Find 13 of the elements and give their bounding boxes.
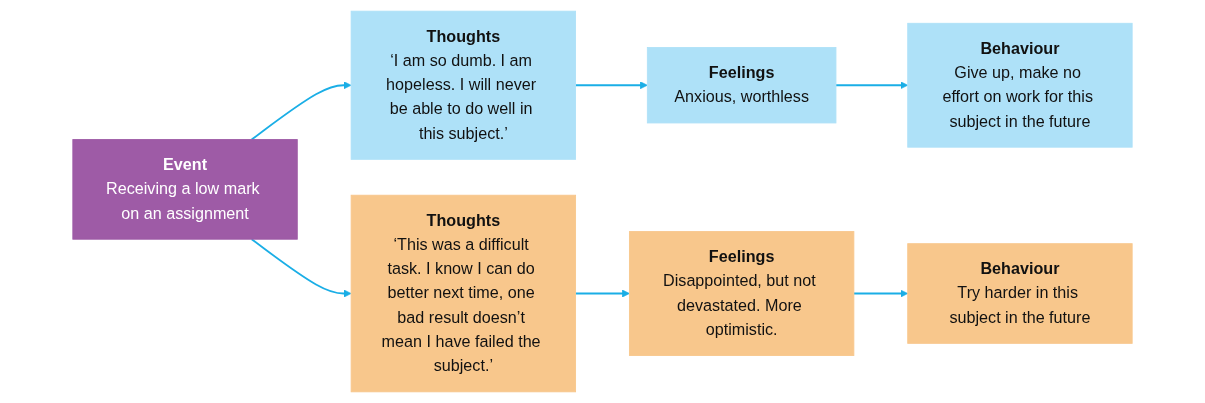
- node-box: Behaviour Try harder in this subject in the future: [907, 243, 1133, 344]
- node-box: Thoughts ‘I am so dumb. I am hopeless. I will never be able to do well in this subject.’: [350, 10, 577, 160]
- arrow: [852, 289, 909, 298]
- arrow: [574, 289, 630, 298]
- arrow: [250, 81, 352, 141]
- arrow: [835, 81, 909, 90]
- arrow: [574, 81, 648, 90]
- node-box: Thoughts ‘This was a difficult task. I know I can do better next time, one bad result doesn’t mean I have failed the subject.’: [350, 194, 577, 393]
- node-box: Feelings Disappointed, but not devastated. More optimistic.: [628, 231, 855, 356]
- node-box: Feelings Anxious, worthless: [646, 47, 837, 124]
- node-box: Behaviour Give up, make no effort on work for this subject in the future: [907, 22, 1133, 148]
- node-box: Event Receiving a low mark on an assignment: [72, 139, 298, 240]
- arrow: [250, 238, 352, 298]
